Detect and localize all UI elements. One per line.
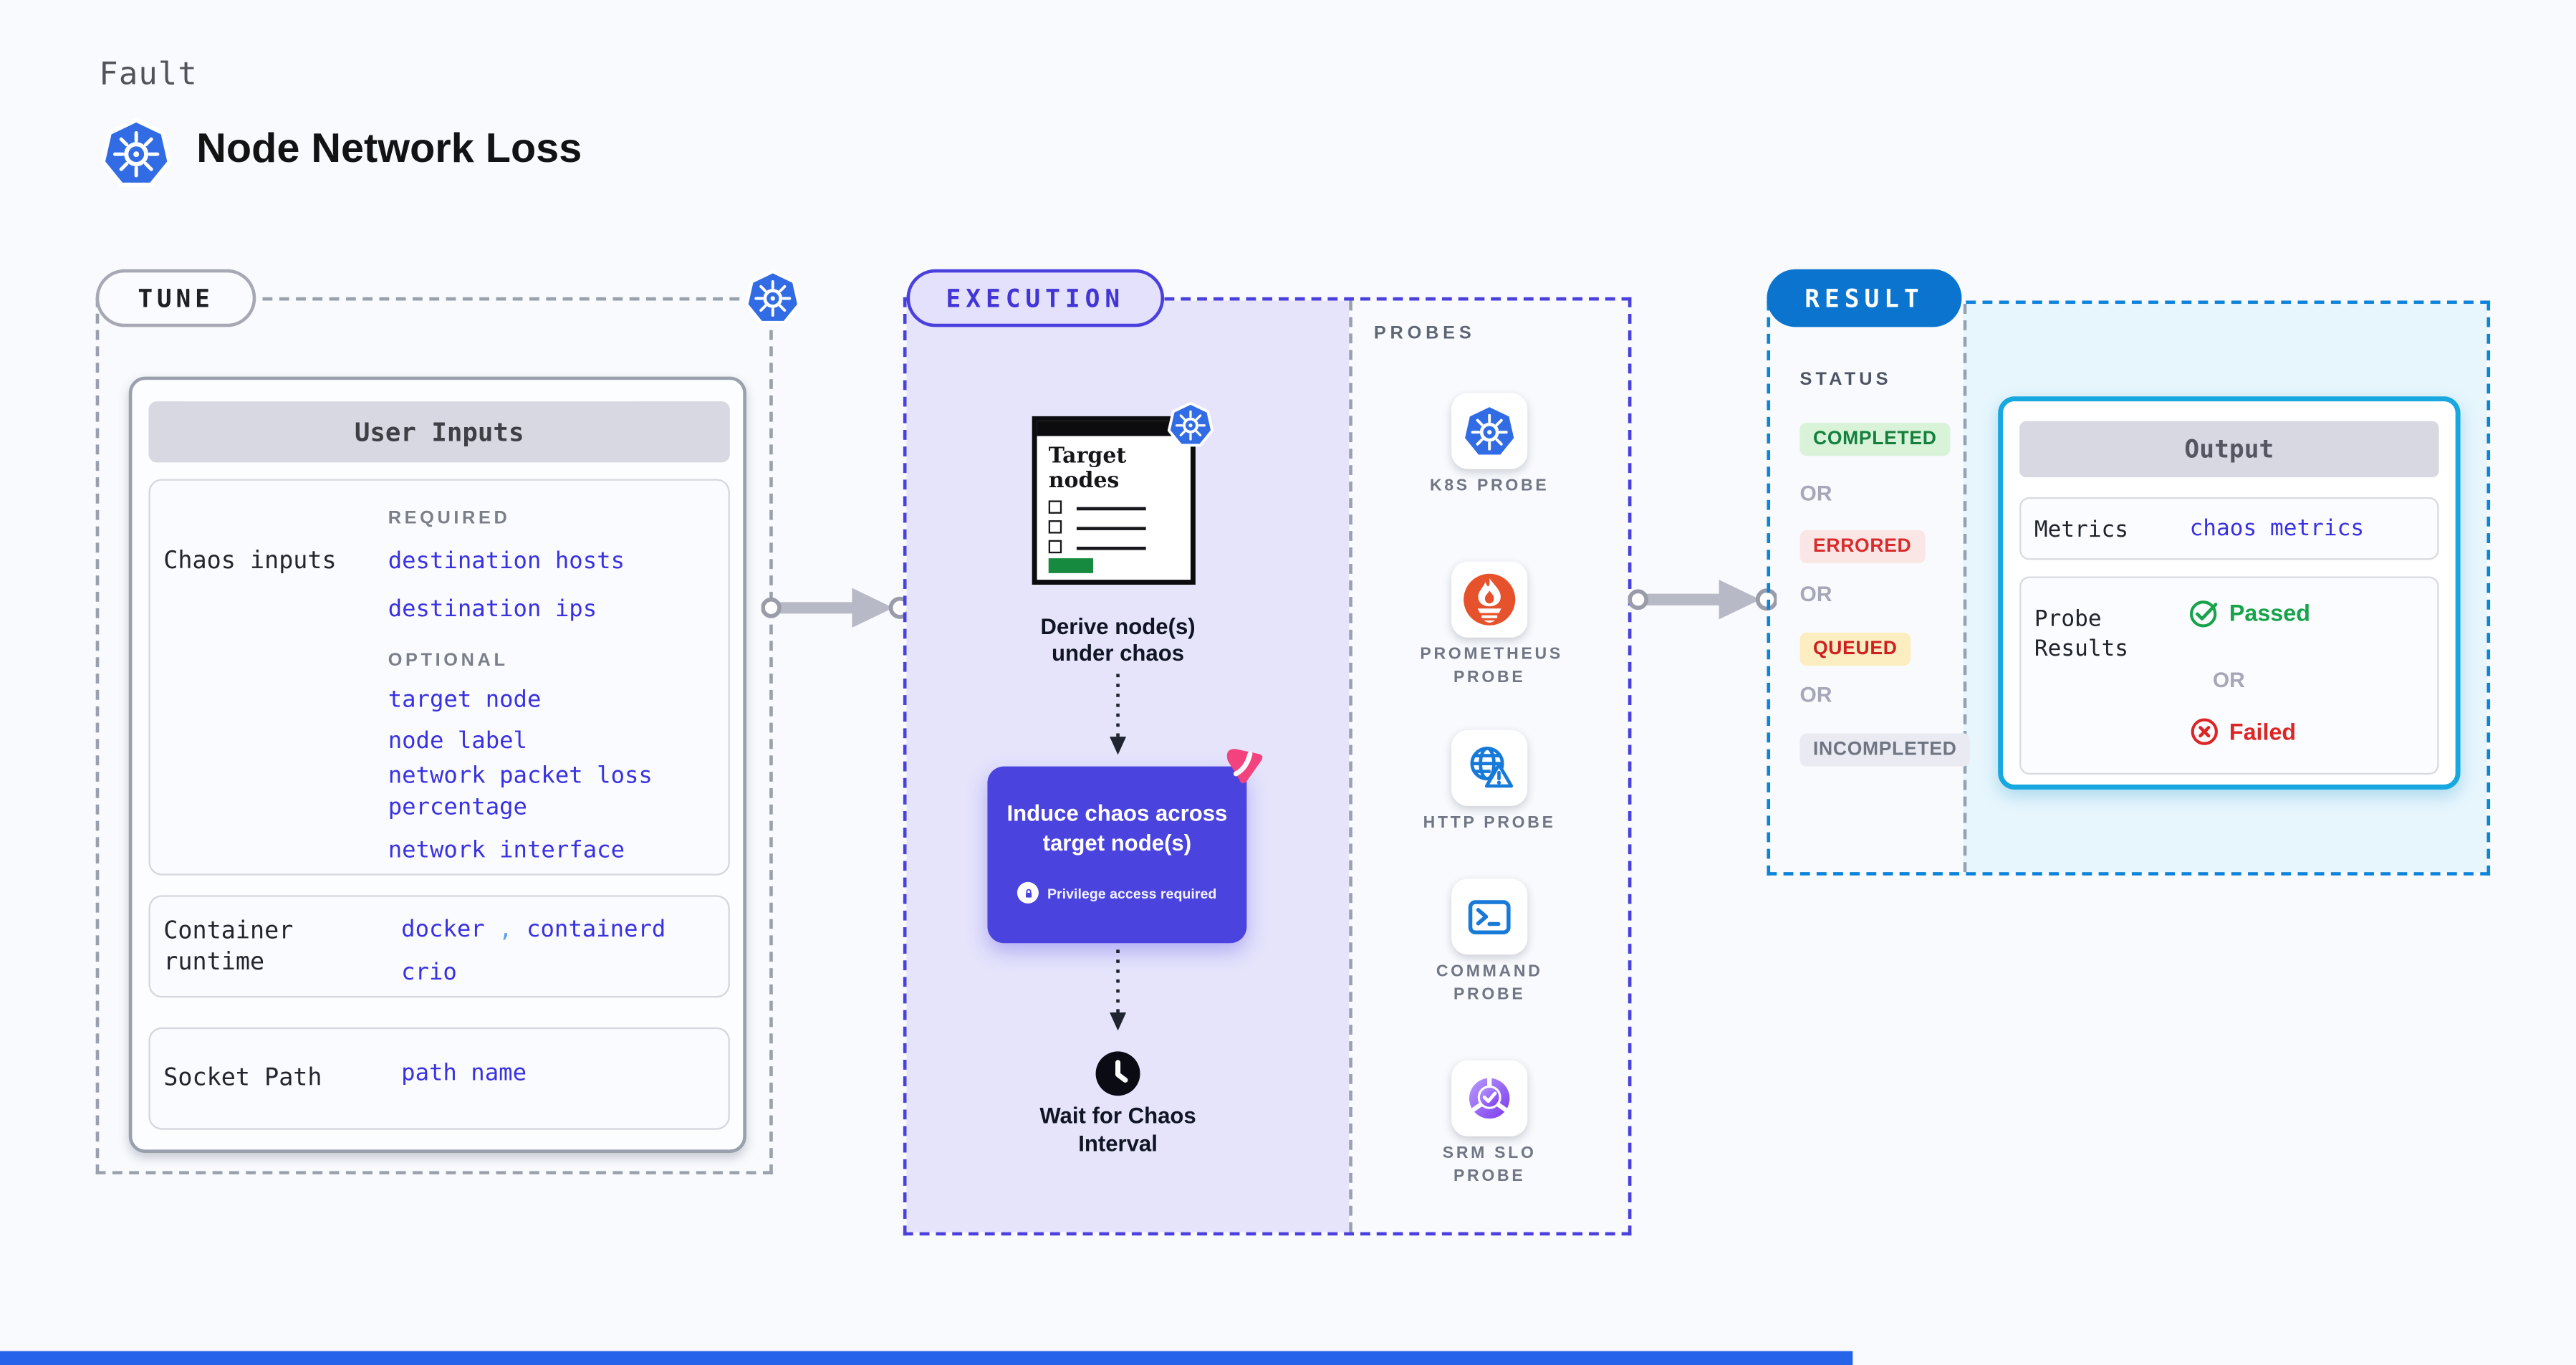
checkbox-icon (1048, 520, 1062, 534)
result-label: RESULT (1804, 283, 1924, 313)
window-titlebar (1037, 421, 1191, 436)
required-heading: REQUIRED (388, 508, 511, 529)
status-badge: ERRORED (1799, 530, 1925, 564)
chaos-inputs-row: Chaos inputs REQUIRED destination hosts … (148, 479, 730, 876)
tune-to-execution-arrow (761, 583, 910, 633)
probe-results-row: Probe Results Passed OR Failed (2019, 576, 2439, 775)
command-probe-tile (1451, 878, 1528, 955)
probes-heading: PROBES (1373, 323, 1476, 344)
probes-divider (1349, 300, 1352, 1232)
litmus-chaos-icon (1224, 743, 1265, 785)
metrics-label: Metrics (2034, 517, 2129, 544)
optional-heading: OPTIONAL (388, 651, 509, 671)
bottom-accent-bar (0, 1350, 1853, 1365)
page-title: Node Network Loss (196, 125, 582, 172)
target-nodes-graphic: Target nodes (1032, 416, 1196, 585)
derive-nodes-caption: Derive node(s) under chaos (1040, 614, 1196, 666)
execution-to-result-arrow (1628, 575, 1777, 624)
metrics-row: Metrics chaos metrics (2019, 497, 2439, 560)
execution-section-pill: EXECUTION (906, 269, 1165, 327)
metrics-value: chaos metrics (2189, 515, 2365, 542)
or-label: OR (1799, 682, 1832, 707)
output-card: Output Metrics chaos metrics Probe Resul… (1998, 396, 2461, 790)
kubernetes-icon (1461, 403, 1517, 459)
prometheus-icon (1461, 572, 1517, 628)
chaos-input-item: destination hosts (388, 548, 625, 575)
induce-chaos-text: Induce chaos across target node(s) (1006, 800, 1228, 856)
probe-results-label: Probe Results (2034, 605, 2129, 663)
kubernetes-icon (745, 269, 801, 325)
runtime-value: containerd (527, 916, 666, 944)
wait-interval-caption: Wait for Chaos Interval (1039, 1103, 1196, 1156)
execution-label: EXECUTION (946, 283, 1125, 313)
privilege-note-text: Privilege access required (1047, 884, 1217, 901)
socket-path-value: path name (401, 1060, 527, 1087)
kubernetes-icon (1168, 401, 1214, 448)
status-badge: COMPLETED (1799, 423, 1951, 456)
dotted-flow-arrow (1108, 672, 1128, 758)
probe-label: SRM SLO PROBE (1442, 1144, 1537, 1187)
chaos-input-item: destination ips (388, 596, 597, 623)
probe-label: HTTP PROBE (1423, 814, 1556, 833)
lock-icon (1017, 881, 1039, 904)
check-circle-icon (2190, 598, 2219, 627)
status-badge: INCOMPLETED (1799, 733, 1970, 767)
container-runtime-label: Container runtime (163, 918, 294, 977)
status-heading: STATUS (1799, 370, 1892, 391)
socket-path-row: Socket Path path name (148, 1027, 730, 1130)
user-inputs-card: User Inputs Chaos inputs REQUIRED destin… (128, 376, 746, 1153)
privilege-note: Privilege access required (987, 881, 1246, 904)
failed-indicator: Failed (2190, 717, 2297, 746)
probe-label: K8S PROBE (1429, 477, 1549, 496)
or-label: OR (1799, 581, 1832, 606)
chaos-inputs-label: Chaos inputs (163, 548, 337, 575)
separator: , (499, 916, 513, 944)
or-label: OR (2212, 667, 2245, 692)
checkbox-icon (1048, 500, 1062, 514)
probe-label: PROMETHEUS PROBE (1420, 646, 1563, 687)
green-button (1048, 558, 1093, 573)
status-badge: QUEUED (1799, 632, 1911, 666)
tune-section-pill: TUNE (95, 269, 256, 327)
http-probe-tile (1451, 729, 1528, 806)
line (1076, 546, 1146, 550)
slo-donut-check-icon (1461, 1071, 1517, 1126)
fault-kind-label: Fault (99, 56, 198, 93)
or-label: OR (1799, 480, 1832, 506)
globe-warning-icon (1461, 740, 1517, 796)
runtime-values: docker , containerd (401, 915, 665, 947)
container-runtime-row: Container runtime docker , containerd cr… (148, 895, 730, 998)
tune-label: TUNE (138, 283, 214, 313)
socket-path-label: Socket Path (163, 1065, 322, 1092)
passed-label: Passed (2229, 599, 2310, 626)
k8s-probe-tile (1451, 393, 1528, 469)
runtime-value: crio (401, 959, 457, 987)
user-inputs-header: User Inputs (148, 401, 730, 463)
checkbox-icon (1048, 540, 1062, 554)
srm-slo-probe-tile (1451, 1060, 1528, 1136)
prometheus-probe-tile (1451, 561, 1528, 638)
terminal-icon (1461, 889, 1517, 944)
probe-label: COMMAND PROBE (1436, 962, 1543, 1005)
target-nodes-title: Target nodes (1048, 444, 1127, 494)
output-header: Output (2019, 421, 2439, 478)
induce-chaos-box: Induce chaos across target node(s) Privi… (987, 766, 1247, 944)
line (1076, 527, 1146, 530)
chaos-input-item: node label (388, 728, 528, 755)
chaos-input-item: target node (388, 686, 542, 714)
kubernetes-icon (101, 118, 172, 188)
chaos-input-item: network packet loss percentage (388, 762, 653, 821)
clock-icon (1095, 1050, 1141, 1097)
result-section-pill: RESULT (1767, 269, 1962, 327)
chaos-input-item: network interface (388, 837, 625, 864)
result-divider (1963, 304, 1967, 873)
runtime-value: docker (401, 916, 485, 944)
tune-section-box (95, 297, 773, 1174)
line (1076, 507, 1146, 511)
passed-indicator: Passed (2190, 598, 2310, 627)
x-circle-icon (2190, 717, 2219, 746)
dotted-flow-arrow (1108, 948, 1128, 1034)
failed-label: Failed (2229, 718, 2297, 745)
